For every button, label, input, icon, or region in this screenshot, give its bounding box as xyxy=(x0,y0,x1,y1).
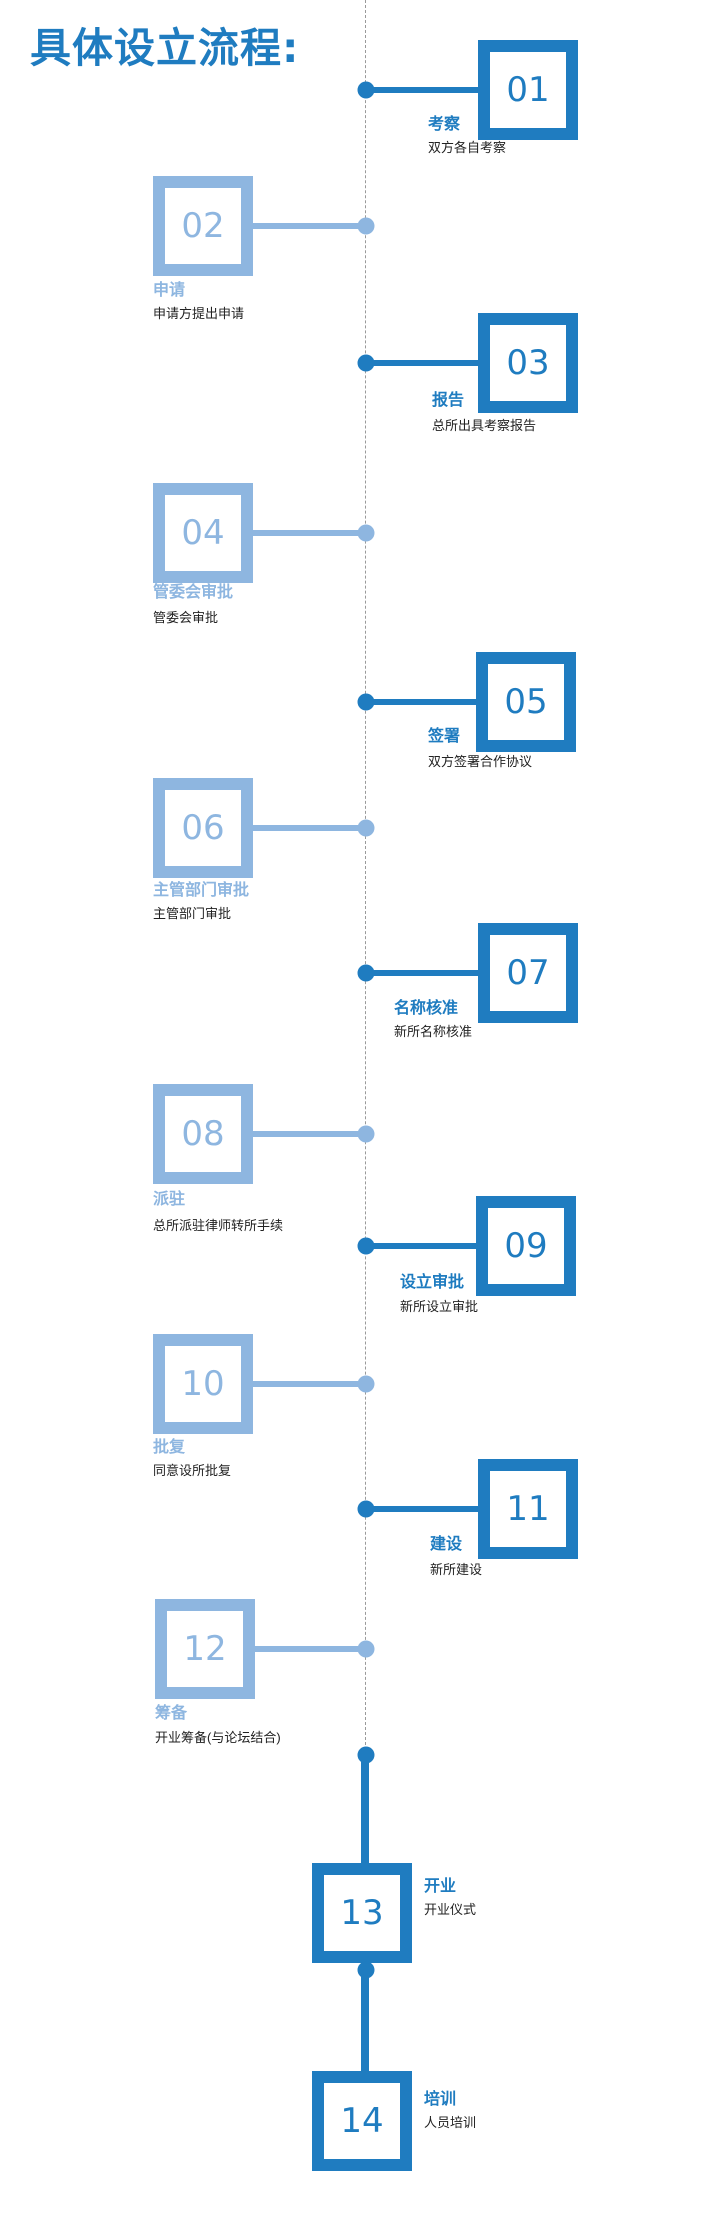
step-box-07: 07 xyxy=(478,923,578,1023)
step-desc-11: 新所建设 xyxy=(430,1562,483,1577)
timeline-dot-12 xyxy=(357,1640,375,1658)
timeline-dot-06 xyxy=(357,819,375,837)
step-box-05: 05 xyxy=(476,652,576,752)
step-number-06: 06 xyxy=(181,808,225,848)
step-desc-02: 申请方提出申请 xyxy=(153,306,245,321)
step-desc-05: 双方签署合作协议 xyxy=(428,754,533,769)
connector-11 xyxy=(366,1506,484,1512)
connector-12 xyxy=(249,1646,366,1652)
step-name-02: 申请 xyxy=(153,282,186,299)
step-desc-14: 人员培训 xyxy=(424,2115,477,2130)
step-box-11: 11 xyxy=(478,1459,578,1559)
step-number-08: 08 xyxy=(181,1114,225,1154)
timeline-axis xyxy=(365,0,366,1755)
step-number-12: 12 xyxy=(183,1629,227,1669)
timeline-dot-10 xyxy=(357,1375,375,1393)
step-box-04: 04 xyxy=(153,483,253,583)
timeline-bar-14 xyxy=(361,1970,369,2080)
step-name-10: 批复 xyxy=(153,1439,186,1456)
timeline-dot-extra-1 xyxy=(357,1746,375,1764)
connector-07 xyxy=(366,970,484,976)
step-number-05: 05 xyxy=(504,682,548,722)
step-box-08: 08 xyxy=(153,1084,253,1184)
step-desc-07: 新所名称核准 xyxy=(394,1024,473,1039)
step-desc-13: 开业仪式 xyxy=(424,1902,477,1917)
step-desc-10: 同意设所批复 xyxy=(153,1463,232,1478)
step-number-11: 11 xyxy=(506,1489,550,1529)
step-desc-08: 总所派驻律师转所手续 xyxy=(153,1218,284,1233)
step-number-09: 09 xyxy=(504,1226,548,1266)
step-name-06: 主管部门审批 xyxy=(153,882,250,899)
page-title: 具体设立流程: xyxy=(30,24,300,72)
step-name-11: 建设 xyxy=(430,1536,463,1553)
step-number-01: 01 xyxy=(506,70,550,110)
step-desc-12: 开业筹备(与论坛结合) xyxy=(155,1730,281,1745)
timeline-dot-03 xyxy=(357,354,375,372)
step-box-14: 14 xyxy=(312,2071,412,2171)
step-number-04: 04 xyxy=(181,513,225,553)
timeline-dot-01 xyxy=(357,81,375,99)
step-number-14: 14 xyxy=(340,2101,384,2141)
connector-10 xyxy=(247,1381,366,1387)
step-name-08: 派驻 xyxy=(153,1191,186,1208)
timeline-dot-08 xyxy=(357,1125,375,1143)
step-number-07: 07 xyxy=(506,953,550,993)
connector-04 xyxy=(247,530,366,536)
connector-05 xyxy=(366,699,482,705)
step-name-01: 考察 xyxy=(428,116,461,133)
connector-03 xyxy=(366,360,484,366)
connector-08 xyxy=(247,1131,366,1137)
step-number-10: 10 xyxy=(181,1364,225,1404)
connector-06 xyxy=(247,825,366,831)
step-box-06: 06 xyxy=(153,778,253,878)
step-desc-01: 双方各自考察 xyxy=(428,140,507,155)
step-box-02: 02 xyxy=(153,176,253,276)
timeline-dot-05 xyxy=(357,693,375,711)
step-box-01: 01 xyxy=(478,40,578,140)
timeline-dot-09 xyxy=(357,1237,375,1255)
step-box-09: 09 xyxy=(476,1196,576,1296)
step-box-10: 10 xyxy=(153,1334,253,1434)
step-desc-09: 新所设立审批 xyxy=(400,1299,479,1314)
timeline-dot-extra-2 xyxy=(357,1961,375,1979)
step-name-13: 开业 xyxy=(424,1878,457,1895)
timeline-dot-04 xyxy=(357,524,375,542)
connector-09 xyxy=(366,1243,482,1249)
step-name-09: 设立审批 xyxy=(400,1274,465,1291)
step-name-12: 筹备 xyxy=(155,1705,188,1722)
step-number-02: 02 xyxy=(181,206,225,246)
step-desc-04: 管委会审批 xyxy=(153,610,219,625)
step-name-03: 报告 xyxy=(432,392,465,409)
step-box-03: 03 xyxy=(478,313,578,413)
step-name-07: 名称核准 xyxy=(394,1000,459,1017)
timeline-dot-02 xyxy=(357,217,375,235)
step-number-13: 13 xyxy=(340,1893,384,1933)
step-number-03: 03 xyxy=(506,343,550,383)
timeline-dot-07 xyxy=(357,964,375,982)
step-name-14: 培训 xyxy=(424,2091,457,2108)
connector-02 xyxy=(247,223,366,229)
step-box-13: 13 xyxy=(312,1863,412,1963)
timeline-bar-13 xyxy=(361,1755,369,1970)
connector-01 xyxy=(366,87,484,93)
step-name-05: 签署 xyxy=(428,728,461,745)
step-name-04: 管委会审批 xyxy=(153,584,234,601)
step-desc-03: 总所出具考察报告 xyxy=(432,418,537,433)
step-desc-06: 主管部门审批 xyxy=(153,906,232,921)
step-box-12: 12 xyxy=(155,1599,255,1699)
timeline-dot-11 xyxy=(357,1500,375,1518)
